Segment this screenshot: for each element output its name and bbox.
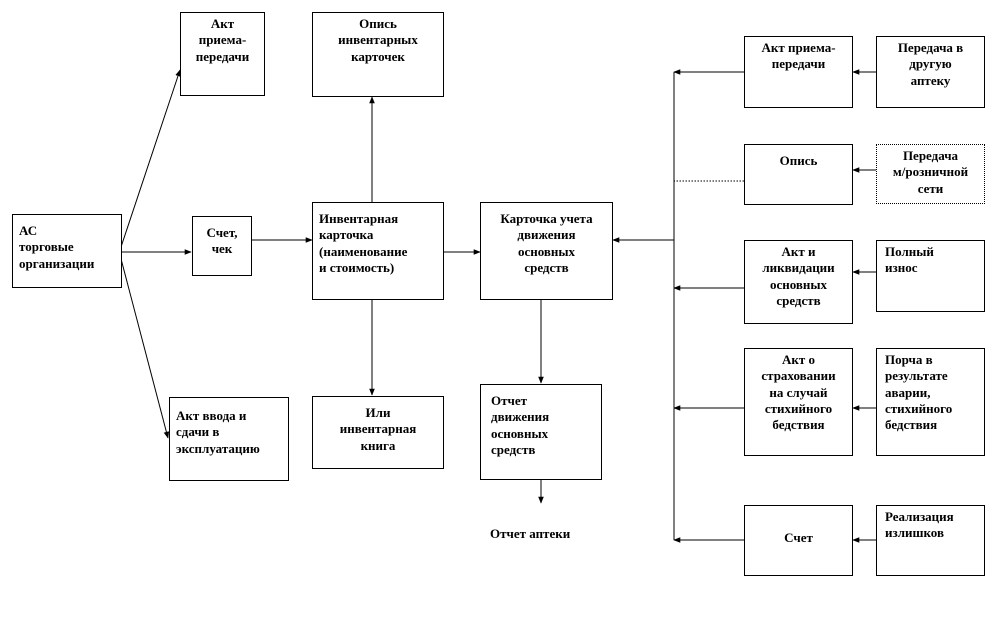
peredacha-seti-box: Передача м/розничной сети — [876, 144, 985, 204]
peredacha-apteku-box: Передача в другую аптеку — [876, 36, 985, 108]
porcha-box: Порча в результате аварии, стихийного бе… — [876, 348, 985, 456]
opis-box: Опись — [744, 144, 853, 205]
polnyi-iznos-box: Полный износ — [876, 240, 985, 312]
kartochka-ucheta-box: Карточка учета движения основных средств — [480, 202, 613, 300]
realizaciya-box: Реализация излишков — [876, 505, 985, 576]
schet-chek-box: Счет, чек — [192, 216, 252, 276]
otchet-dvizheniya-box: Отчет движения основных средств — [480, 384, 602, 480]
ili-inventarnaya-kniga-box: Или инвентарная книга — [312, 396, 444, 469]
inventarnaya-kartochka-box: Инвентарная карточка (наименование и сто… — [312, 202, 444, 300]
arrow-as-to-akt-vvoda — [119, 254, 170, 439]
schet-box: Счет — [744, 505, 853, 576]
arrow-as-to-akt-priema — [119, 69, 181, 251]
akt-priema-peredachi-right-box: Акт приема- передачи — [744, 36, 853, 108]
akt-likvidacii-box: Акт и ликвидации основных средств — [744, 240, 853, 324]
opis-kartochek-box: Опись инвентарных карточек — [312, 12, 444, 97]
as-organization-box: АС торговые организации — [12, 214, 122, 288]
akt-priema-peredachi-left-box: Акт приема- передачи — [180, 12, 265, 96]
akt-strahovanii-box: Акт о страховании на случай стихийного б… — [744, 348, 853, 456]
otchet-apteki-label: Отчет аптеки — [490, 526, 571, 541]
akt-vvoda-box: Акт ввода и сдачи в эксплуатацию — [169, 397, 289, 481]
